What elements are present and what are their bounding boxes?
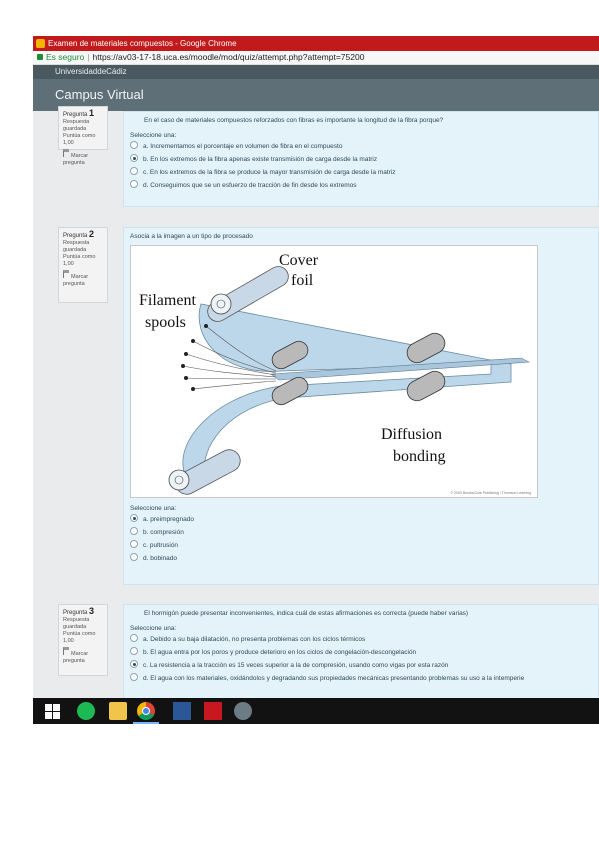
campus-header: Campus Virtual bbox=[33, 79, 599, 111]
campus-title[interactable]: Campus Virtual bbox=[55, 87, 144, 102]
radio-button[interactable] bbox=[130, 660, 138, 669]
answer-option[interactable]: a. preimpregnado bbox=[124, 513, 598, 526]
windows-taskbar bbox=[33, 698, 599, 724]
select-label: Seleccione una: bbox=[130, 625, 177, 632]
radio-button[interactable] bbox=[130, 540, 138, 549]
question-text: En el caso de materiales compuestos refo… bbox=[144, 117, 444, 124]
answer-option[interactable]: b. El agua entra por los poros y produce… bbox=[124, 646, 598, 659]
figure-label-cover: Cover bbox=[279, 252, 319, 269]
pdf-reader-icon[interactable] bbox=[204, 702, 222, 720]
bottom-roller-2 bbox=[406, 370, 446, 402]
radio-button[interactable] bbox=[130, 647, 138, 656]
answer-option[interactable]: c. En los extremos de la fibra se produc… bbox=[124, 166, 598, 179]
question-status: Respuesta guardada bbox=[63, 119, 90, 132]
app-icon-misc[interactable] bbox=[234, 702, 252, 720]
question-box-1: En el caso de materiales compuestos refo… bbox=[123, 111, 599, 207]
question-info-3: Pregunta 3 Respuesta guardada Puntúa com… bbox=[58, 604, 108, 676]
question-info-1: Pregunta 1 Respuesta guardada Puntúa com… bbox=[58, 106, 108, 166]
select-label: Seleccione una: bbox=[130, 132, 177, 139]
app-icon bbox=[36, 39, 45, 49]
roll-core bbox=[216, 299, 226, 309]
figure-label-filament: Filament bbox=[139, 292, 196, 309]
figure-drawing bbox=[168, 266, 531, 495]
screenshot-window: Examen de materiales compuestos - Google… bbox=[33, 36, 599, 724]
question-points: Puntúa como 1,00 bbox=[63, 254, 96, 267]
filament-spool-dots bbox=[181, 324, 208, 391]
select-label: Seleccione una: bbox=[130, 505, 177, 512]
figure-label-spools: spools bbox=[145, 314, 186, 331]
answer-option[interactable]: d. bobinado bbox=[124, 552, 598, 565]
university-bar: UniversidaddeCádiz bbox=[33, 65, 599, 79]
question-number: Pregunta 3 bbox=[63, 606, 95, 617]
flag-question-button[interactable]: Marcar pregunta bbox=[63, 149, 103, 167]
radio-button[interactable] bbox=[130, 527, 138, 536]
answer-option[interactable]: d. El agua con los materiales, oxidándol… bbox=[124, 672, 598, 685]
answer-option[interactable]: c. pultrusión bbox=[124, 539, 598, 552]
answer-option[interactable]: a. Incrementamos el porcentaje en volume… bbox=[124, 140, 598, 153]
question-number: Pregunta 1 bbox=[63, 108, 95, 119]
question-info-2: Pregunta 2 Respuesta guardada Puntúa com… bbox=[58, 227, 108, 303]
chrome-icon[interactable] bbox=[137, 702, 155, 720]
bottom-roll-end bbox=[168, 469, 190, 491]
top-roller-1 bbox=[271, 340, 309, 370]
question-status: Respuesta guardada bbox=[63, 240, 90, 253]
file-explorer-icon[interactable] bbox=[109, 702, 127, 720]
question-text: El hormigón puede presentar inconvenient… bbox=[144, 610, 469, 617]
address-separator: | bbox=[87, 52, 90, 62]
start-icon[interactable] bbox=[43, 702, 61, 720]
question-points: Puntúa como 1,00 bbox=[63, 133, 96, 146]
question-status: Respuesta guardada bbox=[63, 617, 90, 630]
figure-caption: © 2003 Brooks/Cole Publishing / Thomson … bbox=[450, 491, 531, 495]
bottom-roll-core bbox=[174, 475, 184, 485]
answer-option[interactable]: b. compresión bbox=[124, 526, 598, 539]
answer-option[interactable]: c. La resistencia a la tracción es 15 ve… bbox=[124, 659, 598, 672]
answer-option[interactable]: b. En los extremos de la fibra apenas ex… bbox=[124, 153, 598, 166]
bottom-roller-1 bbox=[271, 376, 309, 406]
filament-lines bbox=[182, 325, 277, 390]
radio-button[interactable] bbox=[130, 154, 138, 163]
roll-end bbox=[210, 293, 232, 315]
flag-question-button[interactable]: Marcar pregunta bbox=[63, 647, 103, 665]
question-box-2: Asocia a la imagen a un tipo de procesad… bbox=[123, 227, 599, 585]
radio-button[interactable] bbox=[130, 180, 138, 189]
word-icon[interactable] bbox=[173, 702, 191, 720]
active-app-indicator bbox=[133, 722, 159, 724]
address-bar[interactable]: Es seguro|https://av03-17-18.uca.es/mood… bbox=[33, 51, 599, 65]
answer-option[interactable]: d. Conseguimos que se un esfuerzo de tra… bbox=[124, 179, 598, 192]
spotify-icon[interactable] bbox=[77, 702, 95, 720]
radio-button[interactable] bbox=[130, 634, 138, 643]
radio-button[interactable] bbox=[130, 673, 138, 682]
question-points: Puntúa como 1,00 bbox=[63, 631, 96, 644]
radio-button[interactable] bbox=[130, 167, 138, 176]
radio-button[interactable] bbox=[130, 141, 138, 150]
flag-icon bbox=[63, 149, 69, 157]
top-roller-2 bbox=[406, 332, 446, 364]
question-text: Asocia a la imagen a un tipo de procesad… bbox=[130, 233, 253, 240]
window-title: Examen de materiales compuestos - Google… bbox=[48, 39, 237, 48]
url-text[interactable]: https://av03-17-18.uca.es/moodle/mod/qui… bbox=[92, 52, 365, 62]
radio-button[interactable] bbox=[130, 553, 138, 562]
figure-label-bonding: bonding bbox=[393, 448, 446, 465]
answer-option[interactable]: a. Debido a su baja dilatación, no prese… bbox=[124, 633, 598, 646]
radio-button[interactable] bbox=[130, 514, 138, 523]
university-name[interactable]: UniversidaddeCádiz bbox=[55, 67, 127, 76]
secure-label: Es seguro bbox=[46, 52, 85, 62]
lock-icon bbox=[37, 54, 43, 60]
window-titlebar[interactable]: Examen de materiales compuestos - Google… bbox=[33, 36, 599, 51]
figure-label-diffusion: Diffusion bbox=[381, 426, 443, 443]
question-number: Pregunta 2 bbox=[63, 229, 95, 240]
flag-icon bbox=[63, 270, 69, 278]
flag-icon bbox=[63, 647, 69, 655]
figure-label-foil: foil bbox=[291, 272, 314, 289]
processing-figure: Cover foil Filament spools Diffusion bon… bbox=[130, 245, 538, 498]
flag-question-button[interactable]: Marcar pregunta bbox=[63, 270, 103, 288]
bonded-plate bbox=[270, 357, 531, 381]
